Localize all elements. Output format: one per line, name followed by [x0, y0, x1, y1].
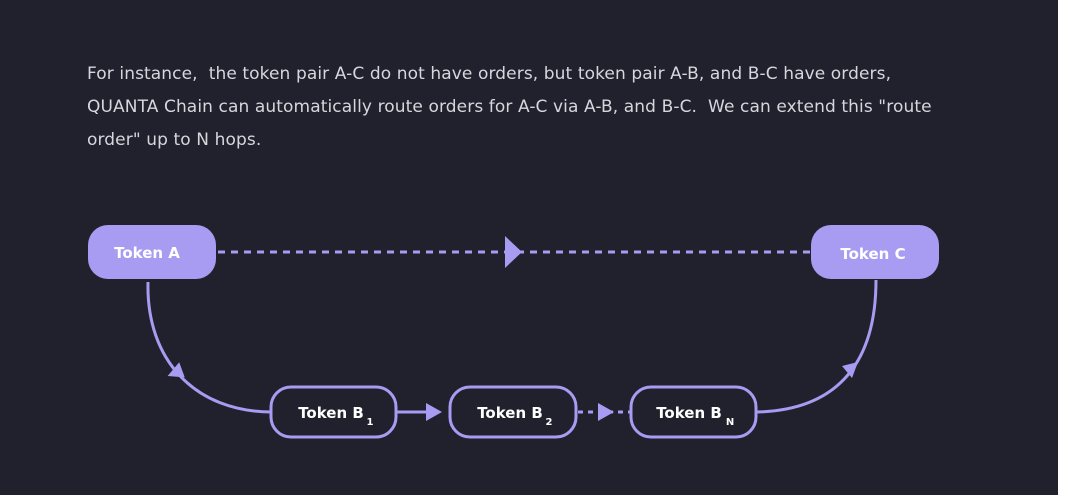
node-token-b1-subscript: 1 — [367, 417, 374, 428]
node-token-b1-label: Token B — [298, 404, 364, 422]
node-token-a: Token A — [88, 225, 216, 279]
slide-canvas: For instance, the token pair A-C do not … — [0, 0, 1058, 495]
direct-route-arrowhead — [505, 236, 522, 268]
node-token-bn-label: Token B — [656, 404, 722, 422]
node-token-bn-subscript: N — [726, 417, 734, 428]
node-token-c-label: Token C — [840, 245, 905, 263]
node-token-b2-label: Token B — [477, 404, 543, 422]
node-token-b2: Token B 2 — [448, 385, 578, 439]
node-token-b1: Token B 1 — [269, 385, 398, 439]
node-token-c: Token C — [811, 225, 939, 279]
page-edge-strip — [1058, 0, 1080, 495]
route-b1-to-b2-arrowhead — [426, 403, 442, 421]
intro-paragraph: For instance, the token pair A-C do not … — [87, 58, 967, 157]
node-token-bn: Token B N — [629, 385, 758, 439]
node-token-b2-subscript: 2 — [546, 417, 553, 428]
route-b2-to-bn-arrowhead — [598, 403, 614, 421]
intro-line-3: order" up to N hops. — [87, 130, 262, 150]
route-a-to-b1-curve — [146, 281, 273, 414]
route-bn-to-c-arrowhead — [842, 362, 858, 378]
intro-line-1: For instance, the token pair A-C do not … — [87, 64, 892, 84]
node-token-a-label: Token A — [114, 244, 180, 262]
route-a-to-b1-arrowhead — [167, 362, 185, 378]
intro-line-2: QUANTA Chain can automatically route ord… — [87, 97, 932, 117]
route-order-diagram: Token A Token C Token B 1 Token B 2 Toke… — [88, 225, 939, 439]
route-bn-to-c-curve — [756, 279, 878, 414]
